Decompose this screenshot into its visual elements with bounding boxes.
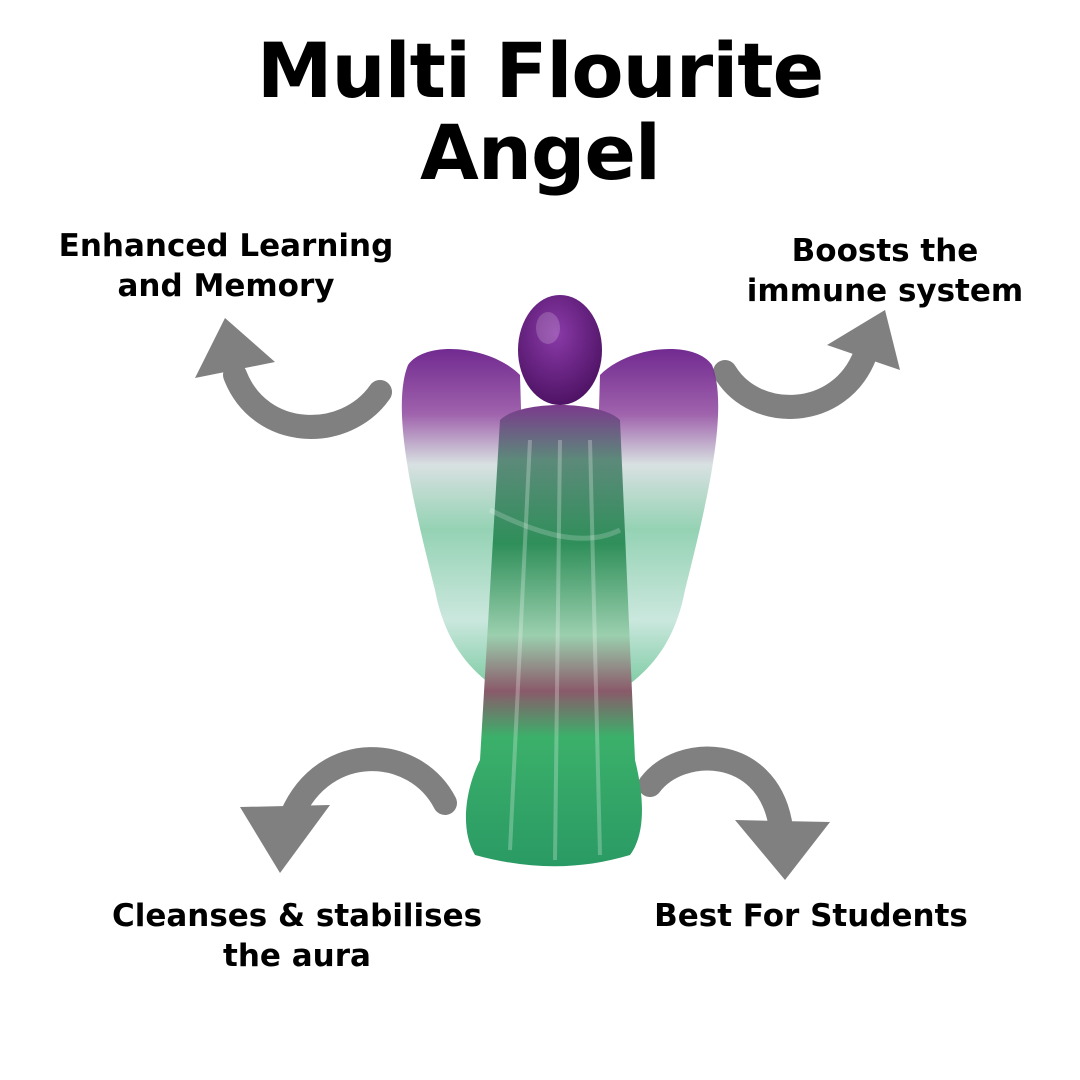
curved-arrow-icon-top-left [195,318,392,439]
curved-arrow-icon-bottom-right [638,746,830,880]
curved-arrow-icon-bottom-left [240,747,457,873]
benefit-top-right-line-2: immune system [746,273,1024,309]
benefit-bottom-left-line-1: Cleanses & stabilises [111,898,483,934]
benefit-bottom-right-line-1: Best For Students [654,898,968,934]
benefit-top-left: Enhanced Learning and Memory [40,226,412,306]
page-title: Multi Flourite Angel [0,30,1080,194]
curved-arrow-icon-top-right [713,310,900,419]
benefit-bottom-left: Cleanses & stabilises the aura [95,896,499,976]
benefit-bottom-left-line-2: the aura [223,938,371,974]
benefit-top-right-line-1: Boosts the [791,233,979,269]
title-line-1: Multi Flourite [256,26,824,115]
benefit-top-right: Boosts the immune system [720,231,1050,311]
benefit-top-left-line-2: and Memory [117,268,335,304]
title-line-2: Angel [420,108,661,197]
benefit-bottom-right: Best For Students [630,896,992,936]
fluorite-angel-figure [401,295,719,867]
benefit-top-left-line-1: Enhanced Learning [58,228,394,264]
